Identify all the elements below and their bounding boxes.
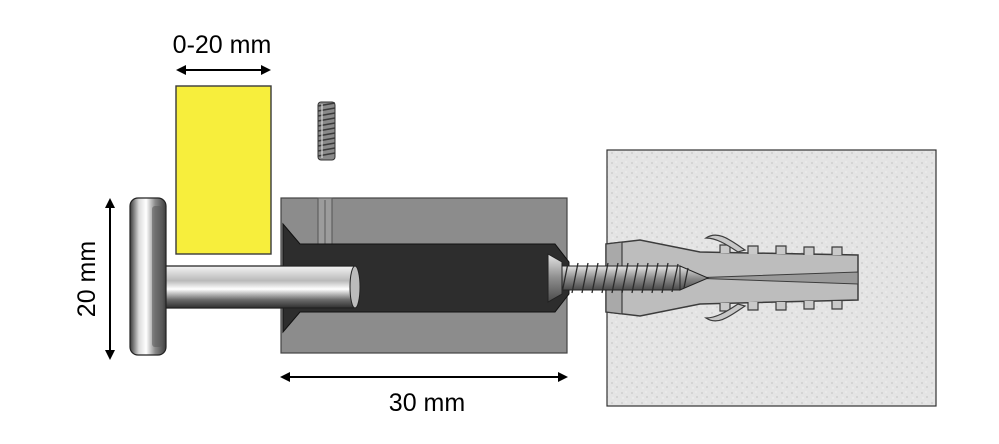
panel [175,85,272,255]
wall-plug-icon [605,234,859,322]
set-screw-icon [317,101,336,161]
top-gap-label: 0-20 mm [173,31,272,59]
rod [162,265,357,309]
wood-screw-icon [547,253,710,303]
depth-label: 30 mm [389,389,465,417]
height-label: 20 mm [73,241,101,317]
cap-knob [129,197,167,356]
